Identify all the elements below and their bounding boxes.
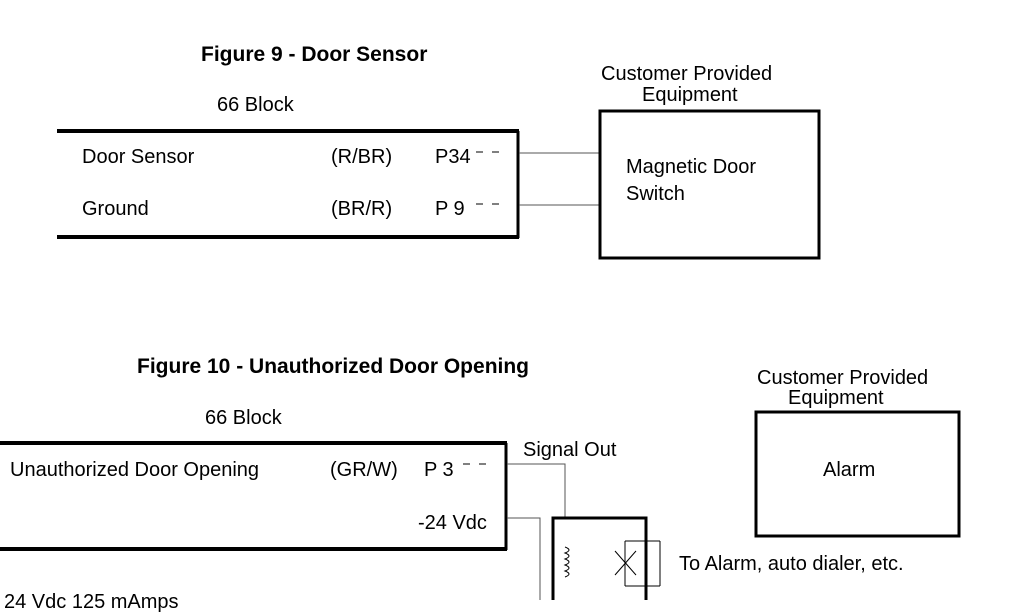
wiring-diagram (0, 109, 961, 600)
fig9-wires (519, 152, 600, 206)
fig10-row-name: Unauthorized Door Opening (10, 459, 260, 481)
relay-contact-icon (614, 540, 661, 587)
fig9-row-name: Door Sensor (82, 146, 195, 168)
fig10-bottom-cut-text: 24 Vdc 125 mAmps (4, 591, 179, 613)
fig9-device-line2: Switch (626, 183, 685, 205)
fig9-pin-dashes (476, 151, 499, 205)
fig10-block-outline (0, 441, 508, 551)
fig9-block-outline (57, 129, 520, 239)
fig9-row-code: (BR/R) (331, 198, 393, 220)
relay-coil-icon (563, 546, 570, 578)
fig9-device-line1: Magnetic Door (626, 156, 757, 178)
fig9-customer-label-line1: Customer Provided (601, 63, 773, 85)
fig10-wires (507, 463, 566, 600)
fig9-customer-label-line2: Equipment (642, 84, 738, 106)
fig10-signal-label: Signal Out (523, 439, 617, 461)
fig10-alarm-label: Alarm (823, 459, 876, 481)
fig9-row-pin: P 9 (435, 198, 465, 220)
fig10-relay-output-label: To Alarm, auto dialer, etc. (679, 553, 904, 575)
fig10-supply-label: -24 Vdc (418, 512, 487, 534)
fig9-title: Figure 9 - Door Sensor (201, 43, 428, 66)
fig9-device-box (598, 109, 821, 260)
fig10-customer-label-line1: Customer Provided (757, 367, 929, 389)
fig10-customer-label-line2: Equipment (788, 387, 884, 409)
fig10-block-label: 66 Block (205, 407, 282, 429)
relay-box (551, 516, 661, 600)
fig10-alarm-box (754, 410, 961, 538)
fig10-row-pin: P 3 (424, 459, 454, 481)
fig10-title: Figure 10 - Unauthorized Door Opening (137, 355, 530, 378)
fig10-row-code: (GR/W) (330, 459, 398, 481)
fig9-row-code: (R/BR) (331, 146, 393, 168)
fig9-row-pin: P34 (435, 146, 471, 168)
fig9-block-label: 66 Block (217, 94, 294, 116)
fig9-row-name: Ground (82, 198, 149, 220)
